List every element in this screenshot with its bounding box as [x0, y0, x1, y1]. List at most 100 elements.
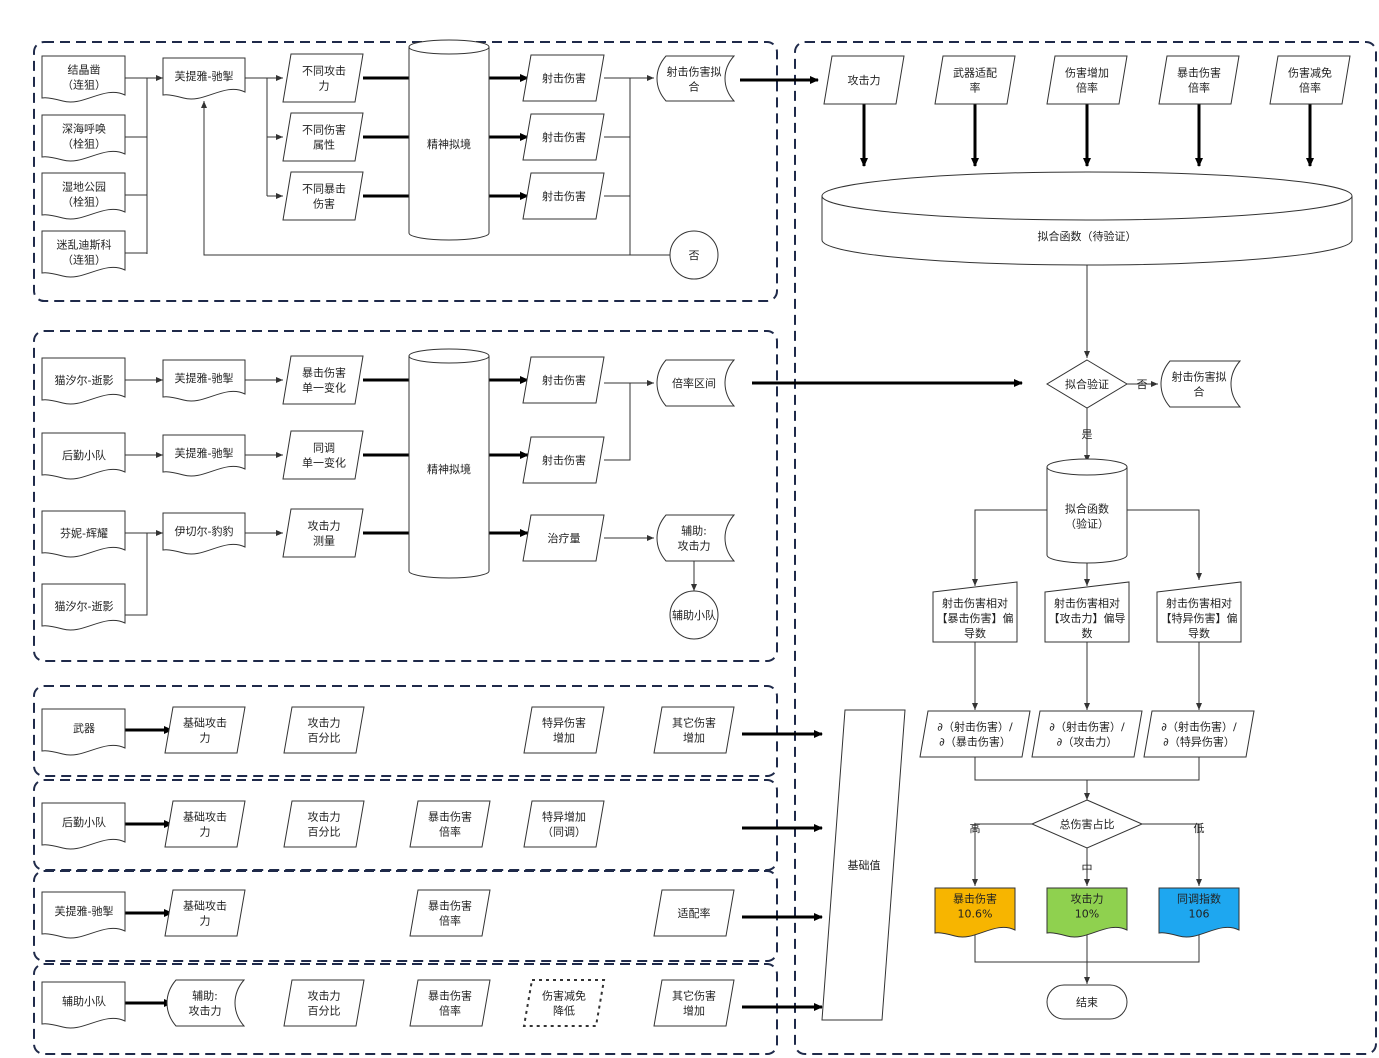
result-output: [522, 356, 605, 404]
factor-label: 攻击力百分比: [308, 716, 341, 745]
label-line: 武器适配: [953, 67, 997, 80]
row-source-label: 武器: [73, 722, 95, 735]
label-line: 基础攻击: [183, 810, 227, 824]
label-line: 是: [1082, 428, 1093, 441]
label-line: 力: [200, 826, 211, 839]
connector: [974, 757, 1200, 781]
label-line: 高: [970, 821, 981, 835]
label-line: 力: [200, 915, 211, 928]
ratio-decision: [1030, 799, 1144, 849]
row-source-doc: [41, 802, 126, 850]
agent-label: 迷乱迪斯科 （连狙）: [57, 238, 112, 267]
label-line: 百分比: [308, 826, 341, 839]
label-line: 暴击伤害: [428, 810, 472, 824]
factor-label: 其它伤害增加: [672, 716, 716, 745]
shapes: [41, 39, 1353, 1029]
connector: [972, 823, 1032, 886]
no-label: 否: [689, 249, 700, 262]
partial-derivative-doc: [1044, 581, 1130, 643]
end-label: 结束: [1076, 996, 1098, 1009]
partial-doc-label: 射击伤害相对【暴击伤害】偏导数: [937, 596, 1014, 640]
row-source-label: 后勤小队: [62, 815, 106, 829]
verify-no-label: 否: [1137, 378, 1148, 391]
label-line: 迷乱迪斯科: [57, 238, 112, 252]
output-label: 射击伤害: [542, 130, 586, 144]
agent-doc: [41, 510, 126, 558]
label-line: 深海呼唤: [62, 122, 106, 136]
label-line: 其它伤害: [672, 989, 716, 1003]
label-line: 武器: [73, 722, 95, 735]
factor-label: 基础攻击力: [183, 716, 227, 745]
parameter-label: 伤害减免倍率: [1288, 66, 1332, 95]
label-line: 暴击伤害: [953, 892, 997, 906]
connector: [629, 137, 670, 256]
factor-input: [283, 800, 365, 848]
label-line: 射击伤害相对: [1054, 596, 1120, 610]
label-line: 猫汐尔-逝影: [55, 373, 114, 387]
label-line: 射击伤害: [542, 130, 586, 144]
factor-label: 辅助:攻击力: [189, 989, 222, 1018]
fit-stored-data: [656, 55, 736, 102]
variable-label: 同调单一变化: [302, 442, 346, 470]
shot-damage-output: [522, 172, 605, 220]
verify-decision: [1046, 359, 1128, 409]
label-line: ∂（射击伤害）/: [1161, 720, 1237, 734]
level-high-label: 高: [970, 821, 981, 835]
group-boxes: [33, 41, 1377, 1055]
parameter-input: [1046, 55, 1128, 105]
factor-label: 特异增加（同调）: [542, 810, 586, 839]
label-line: 拟合函数（待验证）: [1038, 229, 1137, 243]
factor-label: 攻击力百分比: [308, 989, 341, 1018]
label-line: 伤害: [313, 197, 335, 211]
label-line: 同调: [313, 442, 335, 455]
result-doc: [1158, 887, 1240, 938]
side-fit-stored: [1160, 360, 1242, 408]
agent-doc: [41, 583, 126, 631]
label-line: 后勤小队: [62, 448, 106, 462]
factor-input: [409, 889, 491, 937]
factor-input: [283, 979, 365, 1027]
label-line: 不同攻击: [302, 64, 346, 78]
label-line: 芙提雅-驰掣: [175, 371, 234, 385]
factor-input: [409, 979, 491, 1027]
simulation-cylinder: [408, 39, 490, 241]
factor-input: [164, 800, 246, 848]
label-line: 攻击力: [1071, 892, 1104, 906]
agent-label: 猫汐尔-逝影: [55, 373, 114, 387]
row-source-label: 芙提雅-驰掣: [55, 904, 114, 918]
label-line: 伤害减免: [1288, 66, 1332, 80]
partial-derivative-doc: [932, 581, 1018, 643]
label-line: 10%: [1075, 908, 1099, 921]
label-line: （连狙）: [62, 79, 106, 92]
label-line: 属性: [313, 138, 335, 152]
label-line: 中: [1082, 862, 1093, 875]
label-line: 百分比: [308, 732, 341, 745]
factor-input: [164, 889, 246, 937]
output-label: 射击伤害: [542, 189, 586, 203]
label-line: （连狙）: [62, 254, 106, 267]
variable-label: 不同暴击伤害: [302, 183, 346, 211]
label-line: 率: [970, 81, 981, 95]
label-line: 10.6%: [958, 908, 993, 921]
label-line: 射击伤害: [542, 71, 586, 85]
connector: [201, 101, 670, 256]
group-box-row-assist: [33, 963, 778, 1055]
label-line: 【暴击伤害】偏: [937, 611, 1014, 625]
label-line: 特异伤害: [542, 716, 586, 730]
range-label: 倍率区间: [672, 376, 716, 390]
partial-derivative-node: [1031, 710, 1143, 758]
label-line: 暴击伤害: [428, 989, 472, 1003]
connector: [1142, 823, 1202, 886]
factor-label: 暴击伤害倍率: [428, 989, 472, 1018]
label-line: 攻击力: [308, 716, 341, 730]
result-doc: [1046, 887, 1128, 938]
variable-label: 不同攻击力: [302, 64, 346, 93]
label-line: 湿地公园: [62, 181, 106, 194]
variable-label: 攻击力测量: [308, 519, 341, 548]
verify-yes-label: 是: [1082, 428, 1093, 441]
label-line: 精神拟境: [427, 462, 471, 476]
assist-label: 辅助:攻击力: [678, 524, 711, 553]
label-line: 治疗量: [548, 531, 581, 545]
connector: [604, 383, 631, 461]
